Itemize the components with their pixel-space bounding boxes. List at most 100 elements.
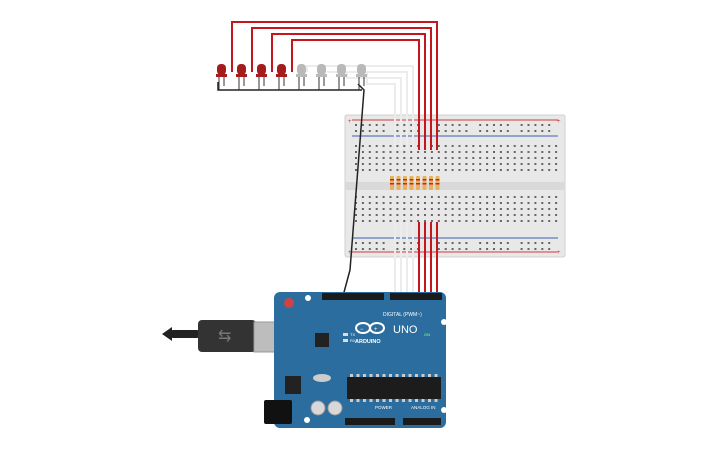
breadboard-hole	[465, 208, 468, 210]
breadboard-hole	[396, 145, 399, 147]
breadboard-hole	[479, 163, 482, 165]
breadboard-hole	[458, 208, 461, 210]
breadboard-hole	[534, 220, 537, 222]
chip-pin	[395, 399, 399, 402]
breadboard-hole	[417, 202, 420, 204]
breadboard-hole	[361, 169, 364, 171]
breadboard-hole	[541, 130, 544, 132]
breadboard-hole	[465, 145, 468, 147]
breadboard-hole	[451, 242, 454, 244]
breadboard-hole	[424, 208, 426, 210]
breadboard-hole	[437, 124, 440, 126]
breadboard-hole	[520, 124, 523, 126]
breadboard-hole	[382, 130, 385, 132]
breadboard-hole	[361, 124, 364, 126]
breadboard-hole	[437, 214, 440, 216]
breadboard-hole	[396, 151, 399, 153]
breadboard-hole	[458, 151, 461, 153]
breadboard-hole	[534, 214, 537, 216]
breadboard-hole	[458, 196, 461, 198]
breadboard-hole	[382, 145, 385, 147]
breadboard-hole	[355, 248, 357, 250]
breadboard-hole	[444, 220, 447, 222]
power-header	[345, 418, 395, 425]
breadboard-hole	[451, 214, 454, 216]
breadboard-hole	[382, 163, 385, 165]
breadboard-hole	[389, 163, 392, 165]
breadboard-hole	[382, 214, 385, 216]
breadboard-hole	[499, 124, 502, 126]
mount-hole-2	[304, 417, 310, 423]
breadboard-hole	[361, 130, 364, 132]
breadboard-hole	[472, 169, 475, 171]
led-8-base	[356, 74, 367, 77]
breadboard-hole	[548, 169, 551, 171]
resistor-band	[396, 179, 401, 181]
breadboard-hole	[361, 196, 364, 198]
breadboard-hole	[451, 145, 454, 147]
chip-pin	[434, 399, 438, 402]
led-to-breadboard-wire	[327, 71, 408, 150]
arduino-logo-text: ARDUINO	[355, 339, 381, 345]
led-5	[297, 64, 306, 75]
breadboard-hole	[355, 242, 357, 244]
breadboard-hole	[472, 202, 475, 204]
breadboard-hole	[396, 130, 399, 132]
led-4-base	[276, 74, 287, 77]
led-1	[217, 64, 226, 75]
breadboard-hole	[361, 145, 364, 147]
breadboard-hole	[451, 169, 454, 171]
breadboard-hole	[424, 163, 426, 165]
breadboard-hole	[424, 151, 426, 153]
chip-pin	[428, 399, 431, 402]
breadboard-hole	[458, 220, 461, 222]
breadboard-hole	[389, 220, 392, 222]
breadboard-hole	[513, 220, 516, 222]
breadboard-hole	[555, 157, 558, 159]
rail-top-left-sign: +	[348, 119, 352, 125]
breadboard-hole	[506, 208, 509, 210]
breadboard-hole	[458, 163, 461, 165]
breadboard-hole	[355, 208, 357, 210]
breadboard-hole	[424, 202, 426, 204]
breadboard-hole	[355, 163, 357, 165]
chip-pin	[356, 374, 360, 377]
breadboard-hole	[541, 242, 544, 244]
breadboard-hole	[389, 169, 392, 171]
breadboard-hole	[410, 169, 413, 171]
breadboard-hole	[437, 163, 440, 165]
led-5-base	[296, 74, 307, 77]
led-4	[277, 64, 286, 75]
breadboard-hole	[437, 145, 440, 147]
breadboard-hole	[506, 145, 509, 147]
breadboard-hole	[513, 208, 516, 210]
breadboard-hole	[389, 157, 392, 159]
breadboard-hole	[389, 208, 392, 210]
chip-pin	[376, 374, 379, 377]
breadboard-hole	[424, 214, 426, 216]
breadboard-hole	[513, 202, 516, 204]
breadboard-hole	[355, 145, 357, 147]
voltage-regulator	[285, 376, 301, 394]
breadboard-hole	[534, 157, 537, 159]
mount-hole-3	[441, 319, 447, 325]
breadboard-hole	[465, 196, 468, 198]
breadboard-hole	[437, 248, 440, 250]
breadboard-hole	[527, 196, 530, 198]
breadboard-hole	[424, 157, 426, 159]
reset-button[interactable]	[284, 298, 294, 308]
chip-pin	[395, 374, 399, 377]
breadboard-hole	[541, 208, 544, 210]
breadboard-hole	[458, 202, 461, 204]
capacitor-1	[310, 400, 326, 416]
ground-wire	[342, 83, 365, 297]
breadboard-hole	[513, 157, 516, 159]
chip-pin	[408, 374, 412, 377]
breadboard-hole	[451, 130, 454, 132]
led-3	[257, 64, 266, 75]
breadboard-hole	[548, 163, 551, 165]
breadboard-hole	[382, 157, 385, 159]
breadboard-hole	[479, 242, 482, 244]
digital-header-right	[390, 293, 442, 300]
breadboard-hole	[541, 220, 544, 222]
